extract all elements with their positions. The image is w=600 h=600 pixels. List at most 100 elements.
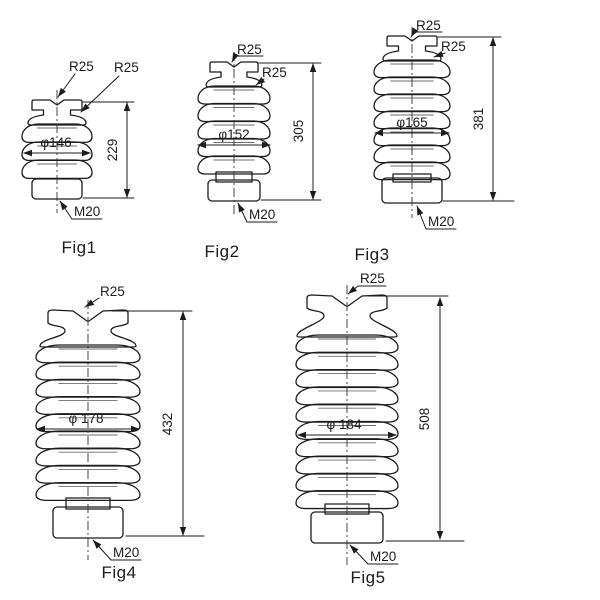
arrowhead [309, 63, 317, 72]
shed-shape [21, 159, 93, 180]
arrowhead [436, 297, 444, 306]
shed-shape [373, 161, 451, 181]
shed-shape [295, 455, 399, 475]
arrowhead [374, 129, 383, 137]
shed-shape [197, 120, 271, 140]
figure-caption: Fig5 [350, 568, 385, 587]
shed-shape [35, 395, 141, 416]
arrowhead [81, 103, 90, 112]
arrowhead [36, 425, 45, 433]
shed-shape [295, 368, 399, 389]
arrowhead [297, 431, 306, 439]
cap-shape [296, 294, 398, 338]
arrowhead [262, 141, 271, 149]
shed-shape [373, 110, 451, 130]
radius-label: R25 [100, 284, 125, 299]
shed-shape [295, 472, 399, 492]
radius-label: R25 [69, 59, 94, 74]
diameter-dimension-label: φ146 [40, 135, 71, 150]
thread-label: M20 [249, 207, 275, 222]
arrowhead [58, 87, 66, 97]
shed-shape [197, 102, 271, 123]
thread-label: M20 [428, 214, 454, 229]
height-dimension-label: 305 [291, 120, 306, 143]
arrowhead [82, 149, 91, 157]
shed-shape [35, 344, 141, 364]
arrowhead [179, 311, 187, 320]
arrowhead [238, 203, 245, 213]
arrowhead [85, 299, 95, 307]
arrowhead [256, 77, 266, 85]
arrowhead [123, 189, 131, 198]
radius-side-label: R25 [441, 39, 466, 54]
figure-caption: Fig1 [61, 238, 96, 257]
shed-shape [35, 464, 141, 484]
arrowhead [489, 37, 497, 46]
radius-side-label: R25 [114, 60, 139, 75]
shed-shape [373, 76, 451, 96]
height-dimension-label: 508 [417, 408, 432, 431]
shed-shape [35, 481, 141, 502]
thread-label: M20 [74, 204, 100, 219]
arrowhead [23, 149, 32, 157]
arrowhead [131, 425, 140, 433]
shed-shape [295, 438, 399, 458]
arrowhead [309, 191, 317, 200]
shed-shape [295, 490, 399, 510]
shed-shape [21, 141, 93, 162]
figure-caption: Fig2 [204, 242, 239, 261]
diameter-dimension-label: φ165 [396, 115, 427, 130]
radius-label: R25 [416, 18, 441, 33]
arrowhead [197, 141, 206, 149]
radius-label: R25 [237, 42, 262, 57]
shed-shape [295, 420, 399, 440]
shed-shape [197, 155, 271, 175]
arrowhead [93, 540, 102, 549]
arrowhead [232, 52, 239, 62]
arrowhead [441, 129, 450, 137]
diameter-dimension-label: φ 184 [326, 417, 362, 432]
arrowhead [348, 285, 358, 294]
arrowhead [417, 206, 424, 216]
shed-shape [373, 144, 451, 164]
radius-side-label: R25 [262, 65, 287, 80]
height-dimension-label: 229 [105, 139, 120, 162]
shed-shape [373, 59, 451, 79]
arrowhead [434, 50, 444, 57]
thread-label: M20 [370, 549, 396, 564]
radius-label: R25 [360, 271, 385, 286]
shed-shape [295, 386, 399, 406]
figure-caption: Fig4 [101, 563, 136, 582]
figure-caption: Fig3 [354, 245, 389, 264]
arrowhead [179, 527, 187, 536]
arrowhead [411, 27, 419, 37]
arrowhead [350, 545, 359, 554]
cap-shape [27, 99, 87, 126]
height-dimension-label: 432 [160, 413, 175, 436]
shed-shape [373, 93, 451, 113]
shed-shape [295, 403, 399, 423]
diameter-dimension-label: φ152 [218, 127, 249, 142]
height-dimension-label: 381 [471, 108, 486, 131]
shed-shape [295, 334, 399, 354]
shed-shape [295, 351, 399, 371]
shed-shape [197, 85, 271, 105]
shed-shape [35, 361, 141, 381]
shed-shape [35, 413, 141, 433]
arrowhead [388, 431, 397, 439]
shed-shape [35, 430, 141, 450]
shed-shape [35, 378, 141, 398]
shed-shape [21, 123, 93, 144]
arrowhead [436, 531, 444, 540]
thread-label: M20 [113, 545, 139, 560]
shed-shape [35, 447, 141, 467]
arrowhead [123, 102, 131, 111]
arrowhead [489, 192, 497, 201]
